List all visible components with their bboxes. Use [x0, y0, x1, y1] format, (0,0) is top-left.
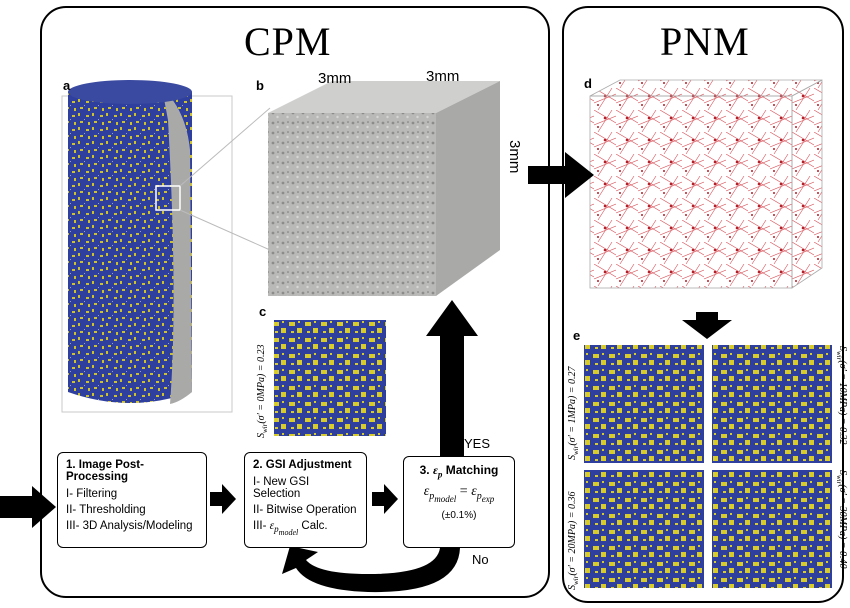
arrow-to-pnm — [528, 152, 594, 198]
arrow-input — [0, 486, 56, 528]
slice-image-e4 — [712, 470, 832, 588]
step1-box: 1. Image Post-Processing I- Filtering II… — [57, 452, 207, 548]
arrow-no-loop — [282, 546, 460, 593]
panel-label-a: a — [63, 78, 71, 93]
step2-box: 2. GSI Adjustment I- New GSI Selection I… — [244, 452, 367, 548]
step3-box: 3. εp Matching εpmodel = εpexp (±0.1%) — [403, 456, 515, 548]
saturation-label-c: Swir(σ′ = 0MPa) = 0.23 — [256, 344, 269, 438]
step1-item-3: III- 3D Analysis/Modeling — [66, 520, 193, 532]
panel-label-b: b — [256, 78, 264, 93]
rock-cube-image — [268, 81, 500, 296]
step3-tolerance: (±0.1%) — [441, 510, 477, 522]
pnm-title: PNM — [660, 19, 750, 64]
yes-label: YES — [464, 436, 491, 451]
arrow-2-to-3 — [372, 484, 398, 514]
panel-label-e: e — [573, 328, 581, 343]
step2-title: 2. GSI Adjustment — [253, 459, 352, 471]
step1-title: 1. Image Post-Processing — [66, 459, 144, 483]
saturation-label-e4: Swir(σ′ = 30MPa) = 0.40 — [835, 470, 848, 569]
pore-network-image — [589, 79, 823, 289]
step2-item-2: II- Bitwise Operation — [253, 504, 357, 516]
step3-equation: εpmodel = εpexp — [423, 484, 495, 505]
saturation-label-e1: Swir(σ′ = 1MPa) = 0.27 — [567, 366, 580, 460]
cpm-title: CPM — [244, 19, 332, 64]
dimension-side: 3mm — [505, 140, 523, 200]
slice-image-e3 — [584, 470, 704, 588]
no-label: No — [472, 552, 489, 567]
dimension-top-right: 3mm — [426, 68, 460, 85]
dimension-top-left: 3mm — [318, 70, 352, 87]
step3-title: 3. εp Matching — [419, 463, 499, 480]
saturation-label-e2: Swir(σ′ = 10MPa) = 0.32 — [835, 346, 848, 445]
dimension-side-text: 3mm — [506, 140, 523, 174]
slice-image-e2 — [712, 345, 832, 463]
saturation-label-e3: Swir(σ′ = 20MPa) = 0.36 — [567, 491, 580, 590]
step2-item-1: I- New GSI Selection — [253, 476, 310, 500]
arrow-down-pnm — [682, 312, 732, 339]
step1-item-2: II- Thresholding — [66, 504, 146, 516]
panel-label-c: c — [259, 304, 267, 319]
step1-item-1: I- Filtering — [66, 488, 118, 500]
arrow-1-to-2 — [210, 484, 236, 514]
arrow-yes-up — [426, 300, 478, 458]
core-sample-image — [61, 80, 271, 413]
slice-image-c — [274, 320, 386, 436]
panel-label-d: d — [584, 76, 592, 91]
step2-item-3: III- εpmodel Calc. — [253, 520, 328, 538]
slice-image-e1 — [584, 345, 704, 463]
